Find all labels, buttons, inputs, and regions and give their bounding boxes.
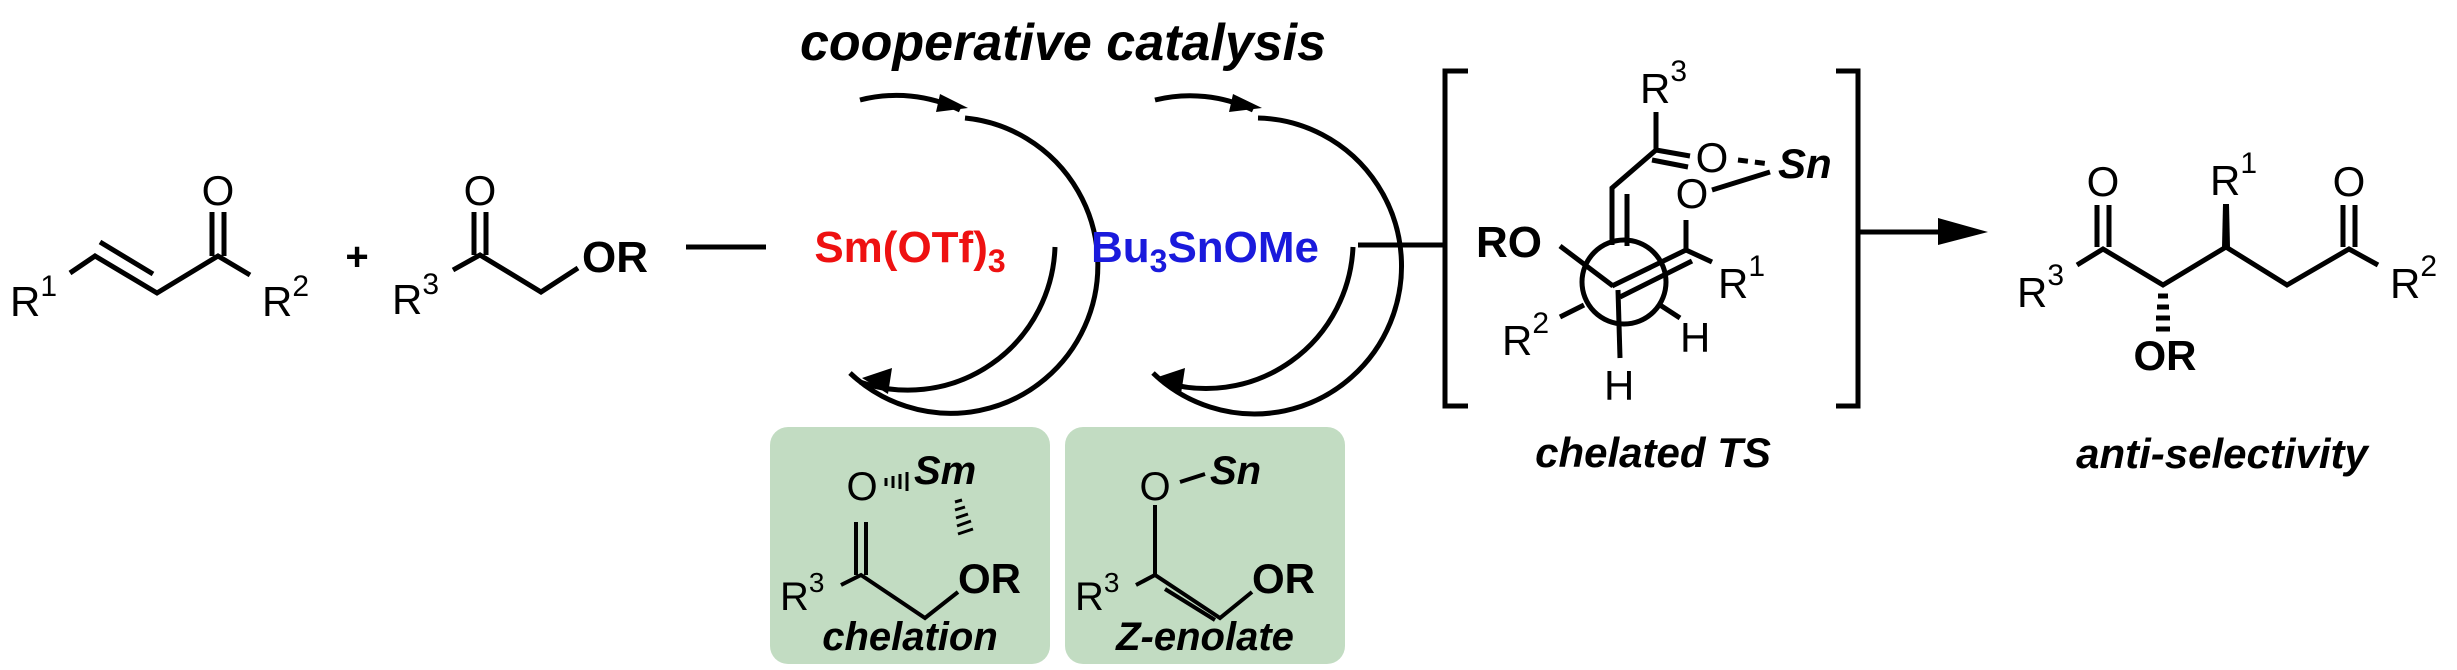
cycle-sn-arc xyxy=(1151,115,1404,417)
newman-circle xyxy=(1579,237,1669,327)
product-hashed-bond-or xyxy=(2156,293,2170,332)
enone-reactant: O R1 R2 xyxy=(10,167,309,325)
enolate-r3: R3 xyxy=(1075,567,1119,619)
enone-skeleton xyxy=(68,253,252,296)
enone-r2: R2 xyxy=(262,270,309,325)
ts-r3: R3 xyxy=(1640,55,1687,112)
enolate-metal-sn: Sn xyxy=(1210,449,1261,493)
chelation-caption: chelation xyxy=(822,615,998,659)
product-oxygen-left: O xyxy=(2087,158,2120,205)
chelation-skeleton xyxy=(840,572,960,621)
product-wedge-bond-r1 xyxy=(2222,204,2230,247)
z-enolate-intermediate: O Sn R3 OR Z-enolate xyxy=(1065,427,1345,664)
alkene-double-bond xyxy=(98,239,155,277)
ketone-r3: R3 xyxy=(392,268,439,323)
enone-oxygen: O xyxy=(202,167,235,214)
catalytic-cycle-sm: Sm(OTf)3 xyxy=(814,92,1101,416)
ketone-or: OR xyxy=(582,233,648,282)
product: O O R1 R3 R2 OR anti-selectivity xyxy=(2017,147,2437,477)
ts-r2-bond xyxy=(1558,302,1586,320)
cycle-sm-arc-lower xyxy=(859,246,1058,393)
ts-chain xyxy=(1609,148,1658,245)
chelation-or: OR xyxy=(958,555,1021,602)
product-r2: R2 xyxy=(2390,250,2437,307)
catalytic-cycle-sn: Bu3SnOMe xyxy=(1091,93,1404,417)
cycle-sn-arc-lower xyxy=(1162,246,1356,391)
title: cooperative catalysis xyxy=(800,14,1326,72)
ts-carbonyl-a xyxy=(1655,147,1691,159)
enolate-skeleton xyxy=(1135,572,1254,621)
ts-caption: chelated TS xyxy=(1535,429,1771,476)
product-skeleton xyxy=(2075,244,2380,288)
product-r1: R1 xyxy=(2210,147,2257,204)
ts-r2: R2 xyxy=(1502,307,1549,364)
ts-h-right-bond xyxy=(1658,302,1682,321)
transition-state: R3 O Sn O RO R1 R2 H H chelated TS xyxy=(1442,55,1861,476)
chelation-hashed-bond-o-sm xyxy=(884,472,909,491)
enolate-or: OR xyxy=(1252,555,1315,602)
chelation-intermediate: O Sm R3 OR chelation xyxy=(770,427,1050,664)
arrowhead-sn-top xyxy=(1229,94,1262,112)
chelation-oxygen: O xyxy=(846,465,877,509)
ts-bracket-right xyxy=(1836,68,1861,409)
enolate-o-sn-bond xyxy=(1179,472,1206,484)
product-oxygen-right: O xyxy=(2333,158,2366,205)
ketone-oxygen: O xyxy=(464,167,497,214)
plus-sign: + xyxy=(345,235,368,279)
ts-h-right: H xyxy=(1680,314,1710,361)
ts-h-bottom: H xyxy=(1604,362,1634,409)
ts-h-bottom-bond xyxy=(1615,289,1623,359)
ts-r1: R1 xyxy=(1718,250,1765,307)
enolate-double-bond xyxy=(1163,587,1217,622)
ts-metal-sn: Sn xyxy=(1778,140,1832,187)
cycle-sm-arc xyxy=(848,115,1101,416)
ts-carbonyl-b xyxy=(1651,157,1689,170)
chelation-r3: R3 xyxy=(780,567,824,619)
ts-bracket-left xyxy=(1442,68,1468,409)
ts-ro: RO xyxy=(1476,218,1542,267)
chelation-metal-sm: Sm xyxy=(914,449,976,493)
ts-oxygen-2: O xyxy=(1676,170,1709,217)
ketone-skeleton xyxy=(451,252,580,295)
product-or: OR xyxy=(2134,332,2197,379)
ts-o2-sn-bond xyxy=(1711,169,1771,193)
ts-o-sn-dashed-bond xyxy=(1737,157,1771,167)
arrowhead-sm-top xyxy=(936,94,968,112)
arrowhead-sm-bottom xyxy=(862,368,892,394)
chelation-hashed-bond-sm-or xyxy=(954,498,974,536)
product-r3: R3 xyxy=(2017,259,2064,316)
chelation-box xyxy=(770,427,1050,664)
ts-ro-bond xyxy=(1558,244,1615,288)
ts-oxygen-1: O xyxy=(1696,134,1729,181)
ts-alkene-b xyxy=(1618,258,1694,300)
sn-catalyst-label: Bu3SnOMe xyxy=(1091,223,1319,279)
alkoxyketone-reactant: O R3 OR xyxy=(392,167,648,323)
enone-r1: R1 xyxy=(10,270,57,325)
z-enolate-box xyxy=(1065,427,1345,664)
reaction-arrowhead xyxy=(1938,218,1988,245)
enolate-oxygen: O xyxy=(1139,465,1170,509)
arrowhead-sn-bottom xyxy=(1155,368,1185,394)
ts-r1-bond xyxy=(1684,247,1714,265)
ts-alkene-a xyxy=(1610,247,1688,289)
sm-catalyst-label: Sm(OTf)3 xyxy=(814,223,1005,279)
z-enolate-caption: Z-enolate xyxy=(1115,615,1294,659)
product-caption: anti-selectivity xyxy=(2076,430,2370,477)
